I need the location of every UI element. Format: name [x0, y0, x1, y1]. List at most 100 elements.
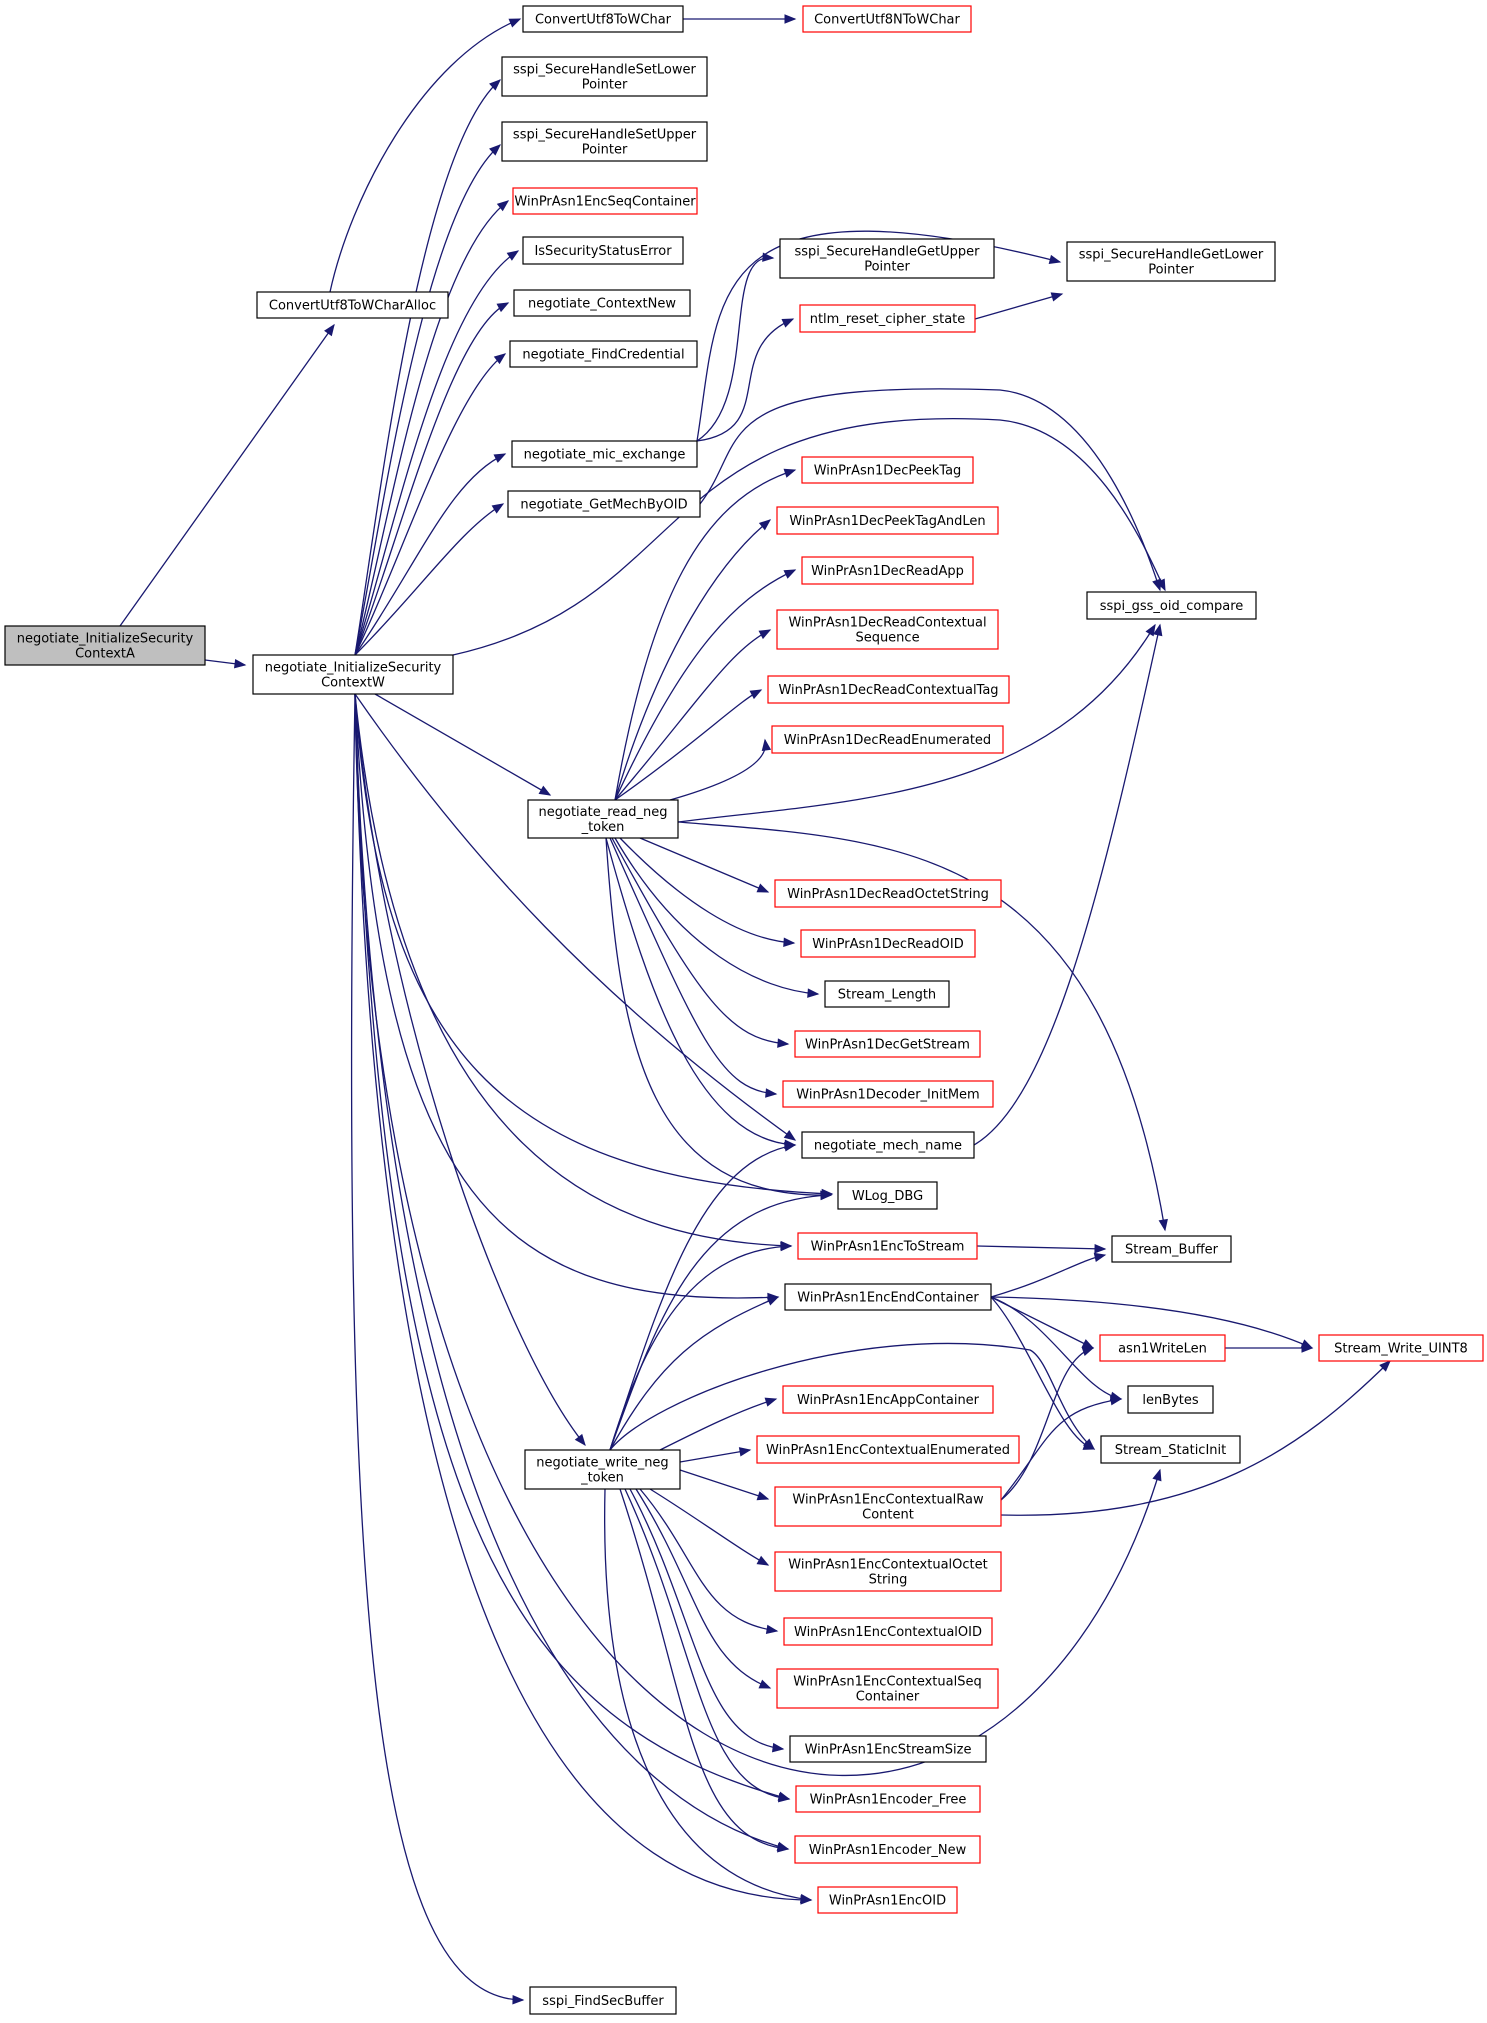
- call-edge-initW-to-encSeqC: [354, 200, 510, 656]
- node-label: WinPrAsn1Encoder_Free: [810, 1793, 967, 1808]
- node-box: [1066, 241, 1276, 282]
- call-edge-encCtxRaw-to-asn1WriteLen: [1000, 1346, 1095, 1501]
- node-box: [800, 929, 976, 958]
- node-box: [779, 238, 995, 279]
- node-label: ContextA: [75, 647, 135, 662]
- node-label: sspi_SecureHandleSetUpper: [513, 128, 697, 143]
- node-u8alloc[interactable]: ConvertUtf8ToWCharAlloc: [256, 291, 449, 319]
- node-encEndC[interactable]: WinPrAsn1EncEndContainer: [784, 1283, 992, 1311]
- node-label: WinPrAsn1DecPeekTag: [814, 464, 962, 479]
- node-box: [1318, 1334, 1484, 1362]
- node-mechName[interactable]: negotiate_mech_name: [801, 1131, 975, 1159]
- node-box: [776, 1668, 999, 1709]
- node-readOctet[interactable]: WinPrAsn1DecReadOctetString: [774, 879, 1002, 908]
- node-u8[interactable]: ConvertUtf8ToWChar: [522, 5, 684, 33]
- node-label: negotiate_InitializeSecurity: [265, 661, 442, 676]
- node-ctxNew[interactable]: negotiate_ContextNew: [513, 289, 691, 317]
- node-box: [784, 1283, 992, 1311]
- node-encSeqC[interactable]: WinPrAsn1EncSeqContainer: [512, 187, 698, 215]
- node-ntlmReset[interactable]: ntlm_reset_cipher_state: [799, 304, 976, 333]
- node-encCtxOID[interactable]: WinPrAsn1EncContextualOID: [783, 1617, 993, 1646]
- node-writeNeg[interactable]: negotiate_write_neg_token: [524, 1449, 681, 1490]
- node-label: asn1WriteLen: [1118, 1342, 1207, 1357]
- node-encFree[interactable]: WinPrAsn1Encoder_Free: [795, 1785, 981, 1813]
- call-edge-writeNeg-to-encFree: [624, 1488, 791, 1803]
- node-lenBytes[interactable]: lenBytes: [1127, 1385, 1214, 1414]
- node-label: sspi_SecureHandleSetLower: [513, 63, 696, 78]
- node-encCtxEnum[interactable]: WinPrAsn1EncContextualEnumerated: [756, 1435, 1020, 1464]
- node-isErr[interactable]: IsSecurityStatusError: [522, 236, 684, 265]
- call-edge-ntlmReset-to-getLower: [974, 292, 1064, 320]
- node-label: WinPrAsn1EncAppContainer: [797, 1393, 980, 1408]
- node-encOID[interactable]: WinPrAsn1EncOID: [817, 1886, 958, 1914]
- node-label: WinPrAsn1EncContextualEnumerated: [766, 1443, 1010, 1458]
- node-peekTagLen[interactable]: WinPrAsn1DecPeekTagAndLen: [776, 506, 999, 535]
- node-box: [789, 1735, 987, 1763]
- node-wlog[interactable]: WLog_DBG: [837, 1181, 938, 1210]
- node-label: Stream_Write_UINT8: [1334, 1342, 1468, 1357]
- node-streamBuf[interactable]: Stream_Buffer: [1111, 1235, 1232, 1263]
- node-gssCmp[interactable]: sspi_gss_oid_compare: [1086, 591, 1257, 620]
- node-label: Stream_Length: [838, 988, 936, 1003]
- node-label: WinPrAsn1EncContextualOID: [794, 1625, 982, 1640]
- node-u8n[interactable]: ConvertUtf8NToWChar: [802, 5, 972, 33]
- node-mic[interactable]: negotiate_mic_exchange: [511, 440, 698, 468]
- node-decInitMem[interactable]: WinPrAsn1Decoder_InitMem: [782, 1080, 994, 1108]
- node-writeU8[interactable]: Stream_Write_UINT8: [1318, 1334, 1484, 1362]
- call-edge-initW-to-mic: [354, 453, 507, 656]
- call-edge-encCtxRaw-to-writeU8: [1000, 1360, 1391, 1516]
- node-label: ConvertUtf8ToWChar: [535, 13, 672, 28]
- node-box: [794, 1030, 981, 1058]
- node-label: negotiate_read_neg: [539, 805, 668, 820]
- node-readOID[interactable]: WinPrAsn1DecReadOID: [800, 929, 976, 958]
- call-edge-readNeg-to-gssCmp: [677, 623, 1156, 823]
- call-edge-readNeg-to-decGetStream: [611, 837, 790, 1048]
- node-box: [501, 121, 708, 162]
- node-findSecBuf[interactable]: sspi_FindSecBuffer: [529, 1986, 677, 2015]
- node-box: [824, 980, 950, 1008]
- node-box: [817, 1886, 958, 1914]
- call-edge-initW-to-encFree: [354, 693, 791, 1801]
- node-label: ntlm_reset_cipher_state: [810, 312, 966, 327]
- call-edge-initW-to-findSecBuf: [350, 693, 525, 2005]
- call-edge-writeNeg-to-encCtxSeqC: [635, 1488, 772, 1689]
- node-readCtxTag[interactable]: WinPrAsn1DecReadContextualTag: [767, 675, 1010, 704]
- call-edge-mechName-to-gssCmp: [973, 623, 1163, 1146]
- node-box: [1111, 1235, 1232, 1263]
- call-edge-mic-to-ntlmReset: [696, 318, 795, 442]
- node-box: [756, 1435, 1020, 1464]
- node-readNeg[interactable]: negotiate_read_neg_token: [527, 799, 679, 839]
- node-box: [1100, 1435, 1241, 1464]
- node-box: [802, 5, 972, 33]
- node-staticInit[interactable]: Stream_StaticInit: [1100, 1435, 1241, 1464]
- node-box: [794, 1835, 981, 1864]
- node-box: [1086, 591, 1257, 620]
- node-label: sspi_FindSecBuffer: [542, 1994, 664, 2009]
- node-mechOid[interactable]: negotiate_GetMechByOID: [507, 490, 701, 518]
- node-findCred[interactable]: negotiate_FindCredential: [509, 340, 698, 368]
- call-edge-writeNeg-to-encToStream: [609, 1241, 793, 1451]
- node-encNew[interactable]: WinPrAsn1Encoder_New: [794, 1835, 981, 1864]
- node-readEnum[interactable]: WinPrAsn1DecReadEnumerated: [771, 725, 1004, 754]
- node-decGetStream[interactable]: WinPrAsn1DecGetStream: [794, 1030, 981, 1058]
- call-edge-encEndC-to-streamBuf: [990, 1252, 1107, 1298]
- node-peekTag[interactable]: WinPrAsn1DecPeekTag: [801, 456, 974, 484]
- node-encToStream[interactable]: WinPrAsn1EncToStream: [797, 1232, 978, 1260]
- node-box: [801, 556, 974, 585]
- node-encAppC[interactable]: WinPrAsn1EncAppContainer: [782, 1385, 994, 1414]
- node-readApp[interactable]: WinPrAsn1DecReadApp: [801, 556, 974, 585]
- node-asn1WriteLen[interactable]: asn1WriteLen: [1099, 1334, 1226, 1362]
- node-streamLen[interactable]: Stream_Length: [824, 980, 950, 1008]
- node-encStreamSize[interactable]: WinPrAsn1EncStreamSize: [789, 1735, 987, 1763]
- call-edge-initW-to-readNeg: [374, 693, 552, 796]
